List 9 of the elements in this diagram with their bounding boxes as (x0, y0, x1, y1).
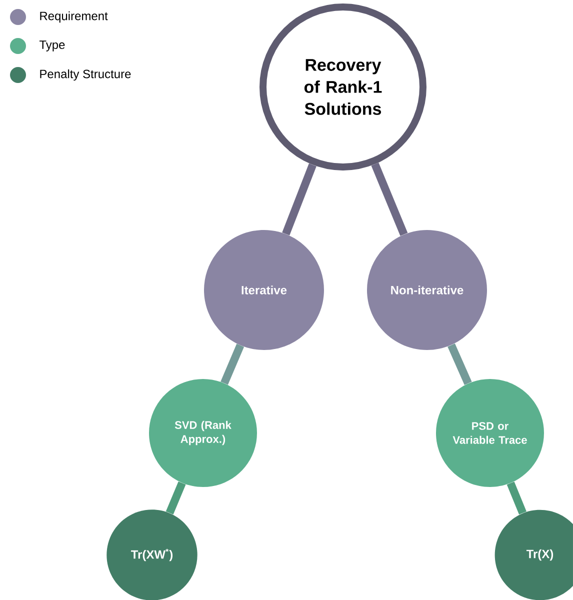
connector (506, 482, 526, 515)
connector (448, 343, 472, 385)
connector (282, 163, 316, 236)
connector (220, 344, 244, 385)
legend-label: Requirement (40, 11, 108, 23)
legend-label: Penalty Structure (40, 69, 131, 81)
connector (371, 162, 408, 236)
legend-label: Type (39, 40, 65, 52)
connector (166, 481, 186, 514)
